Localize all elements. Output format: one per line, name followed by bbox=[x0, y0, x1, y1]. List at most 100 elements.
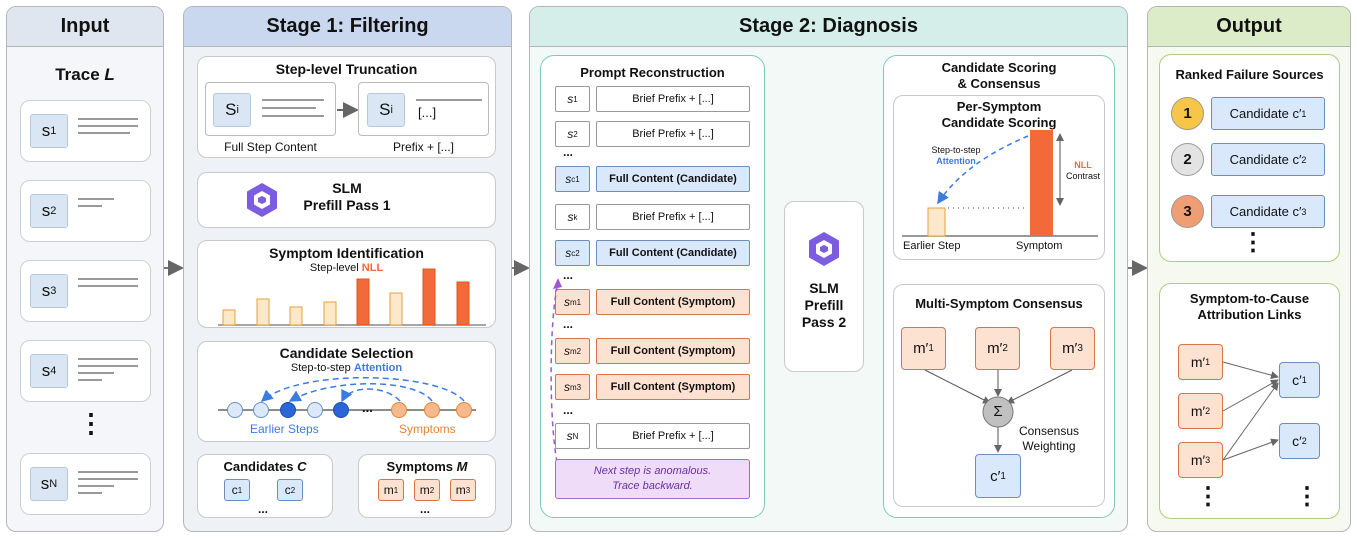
nll-bar bbox=[389, 292, 403, 326]
prompt-row-content: Full Content (Candidate) bbox=[596, 240, 750, 266]
node-symptom-1 bbox=[391, 402, 407, 418]
label-text: 1 bbox=[1301, 108, 1307, 119]
node-symptom-2 bbox=[424, 402, 440, 418]
input-step-line bbox=[78, 478, 138, 480]
ranked-candidate: Candidate c′3 bbox=[1211, 195, 1325, 228]
label-text: Full Content (Symptom) bbox=[610, 345, 736, 357]
attention-annotation: Step-to-step Attention bbox=[931, 145, 981, 166]
input-step-line bbox=[78, 358, 138, 360]
symptoms-title: Symptoms M bbox=[386, 459, 468, 474]
prefix-ellipsis: [...] bbox=[418, 105, 437, 120]
slm-pass2-card bbox=[784, 201, 864, 372]
attention-dots: ... bbox=[362, 400, 373, 415]
input-step-line bbox=[78, 278, 138, 280]
label-text: s bbox=[41, 201, 51, 220]
input-step-line bbox=[78, 285, 138, 287]
label-text: Brief Prefix + [...] bbox=[632, 430, 714, 442]
input-vertical-ellipsis: ⋮ bbox=[78, 408, 104, 438]
attribution-candidate-node: c′1 bbox=[1279, 362, 1320, 398]
multi-symptom-consensus-title: Multi-Symptom Consensus bbox=[915, 296, 1083, 311]
input-step-line bbox=[78, 379, 102, 381]
label-text: Candidate c′ bbox=[1229, 152, 1302, 167]
rank-badge: 2 bbox=[1171, 143, 1204, 176]
label-text: 3 bbox=[1183, 203, 1192, 220]
consensus-weighting-label: Consensus Weighting bbox=[1018, 424, 1080, 453]
prompt-row-content: Full Content (Symptom) bbox=[596, 289, 750, 315]
label-text: Candidate c′ bbox=[1229, 106, 1302, 121]
output-panel-header: Output bbox=[1148, 7, 1350, 47]
label-text: s bbox=[41, 361, 51, 380]
label-text: Candidate c′ bbox=[1229, 204, 1302, 219]
nll-bar bbox=[356, 278, 370, 326]
label-text: 2 bbox=[290, 485, 296, 495]
slm-pass1-text: SLM Prefill Pass 1 bbox=[303, 180, 391, 213]
label-text: Brief Prefix + [...] bbox=[632, 211, 714, 223]
label-text: 1 bbox=[50, 125, 57, 137]
label-text: m′ bbox=[987, 340, 1003, 357]
label-text: s bbox=[565, 172, 572, 186]
label-text: m1 bbox=[569, 297, 582, 307]
label-text: s bbox=[566, 429, 573, 443]
label-text: 1 bbox=[1301, 375, 1307, 385]
consensus-result-node: c′1 bbox=[975, 454, 1021, 498]
label-text: m3 bbox=[569, 382, 582, 392]
label-text: Brief Prefix + [...] bbox=[632, 93, 714, 105]
prompt-row-content: Full Content (Symptom) bbox=[596, 374, 750, 400]
prompt-reconstruction-title: Prompt Reconstruction bbox=[580, 65, 725, 80]
input-step-line bbox=[78, 485, 114, 487]
label-text: Full Content (Symptom) bbox=[610, 296, 736, 308]
prompt-row-content: Brief Prefix + [...] bbox=[596, 121, 750, 147]
candidate-selection-subtitle: Step-to-step Attention bbox=[290, 362, 403, 374]
label-text: 1 bbox=[1183, 105, 1192, 122]
label-text: s bbox=[563, 295, 570, 309]
label-text: N bbox=[49, 478, 58, 490]
slm-pass2-text: SLM Prefill Pass 2 bbox=[801, 280, 847, 330]
input-step-line bbox=[78, 198, 114, 200]
prefix-line bbox=[416, 99, 482, 101]
earlier-step-axis-label: Earlier Step bbox=[903, 240, 961, 252]
full-step-label: Full Step Content bbox=[224, 140, 317, 154]
label-text: 3 bbox=[1205, 455, 1211, 465]
symptoms-more: ... bbox=[420, 502, 431, 516]
label-text: c bbox=[284, 483, 291, 497]
links-c-ellipsis: ⋮ bbox=[1295, 483, 1319, 510]
attribution-symptom-node: m′1 bbox=[1178, 344, 1223, 380]
links-m-ellipsis: ⋮ bbox=[1196, 483, 1220, 510]
nll-bar bbox=[323, 301, 337, 326]
consensus-symptom-node: m′1 bbox=[901, 327, 946, 370]
node-earlier-2 bbox=[253, 402, 269, 418]
label-text: N bbox=[572, 431, 579, 441]
label-text: 3 bbox=[1301, 206, 1307, 217]
label-text: m bbox=[383, 483, 394, 497]
consensus-symptom-node: m′3 bbox=[1050, 327, 1095, 370]
input-step-line bbox=[78, 492, 102, 494]
label-text: s bbox=[41, 281, 51, 300]
label-text: 2 bbox=[429, 485, 435, 495]
prompt-dots: ... bbox=[563, 268, 574, 282]
nll-bar bbox=[222, 309, 236, 326]
scoring-consensus-title: Candidate Scoring & Consensus bbox=[941, 60, 1057, 91]
label-text: 3 bbox=[1077, 343, 1083, 354]
symptoms-label: Symptoms bbox=[399, 422, 456, 436]
full-line-3 bbox=[262, 115, 324, 117]
candidate-selection-title: Candidate Selection bbox=[279, 345, 414, 361]
stage1-panel-header: Stage 1: Filtering bbox=[184, 7, 511, 47]
label-text: 1 bbox=[573, 94, 578, 104]
attribution-candidate-node: c′2 bbox=[1279, 423, 1320, 459]
node-earlier-3 bbox=[307, 402, 323, 418]
label-text: m′ bbox=[1190, 403, 1206, 419]
label-text: m2 bbox=[569, 346, 582, 356]
